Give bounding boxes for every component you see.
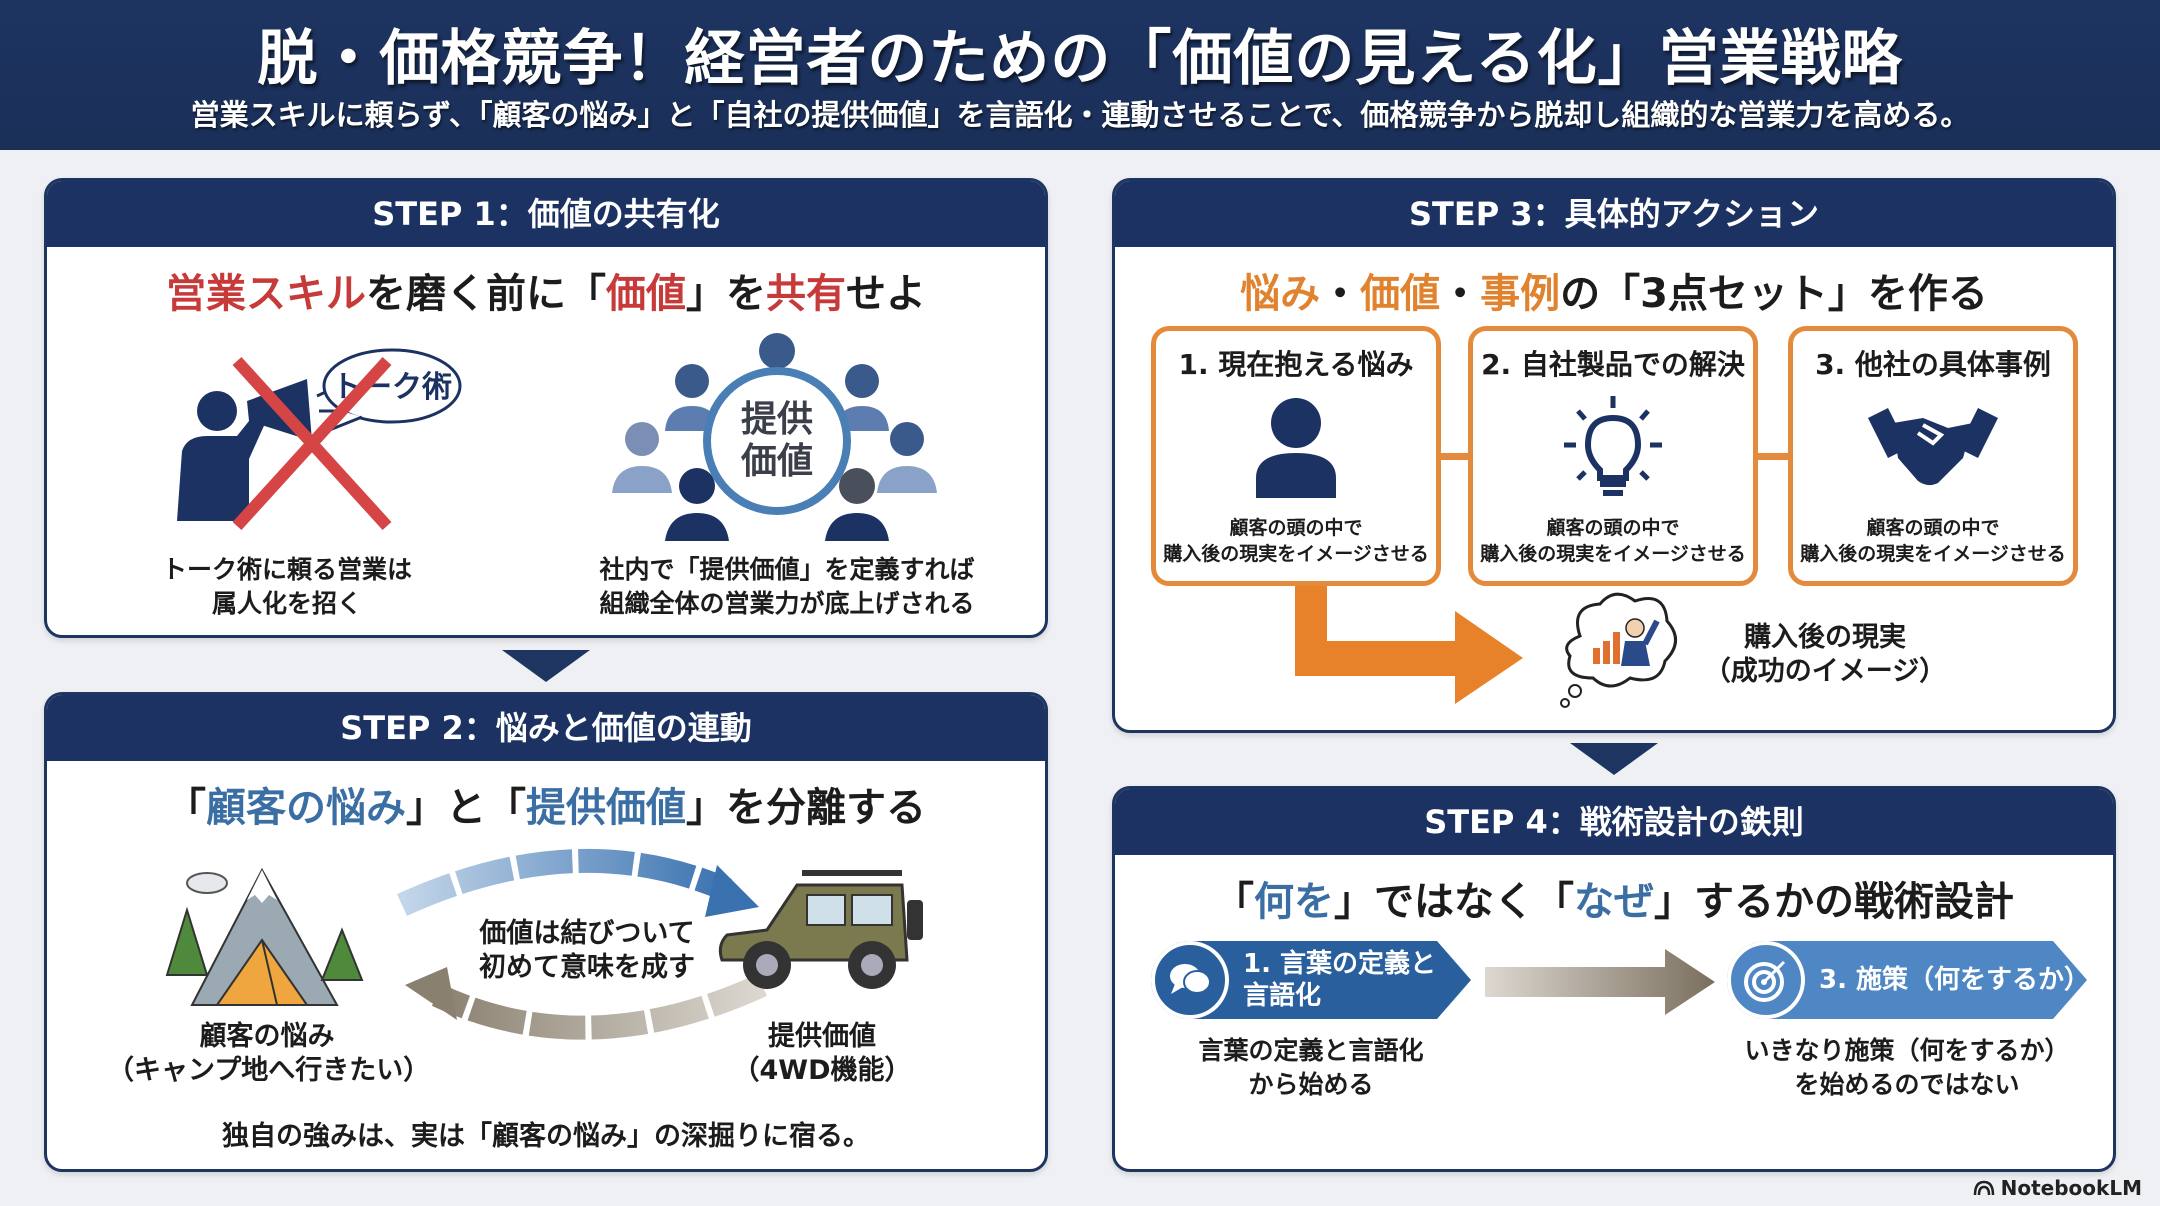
handshake-icon — [1868, 408, 1998, 486]
step2-center-text: 価値は結びついて 初めて意味を成す — [479, 918, 695, 983]
success-thought-cloud-icon — [1560, 592, 1677, 708]
step3-result-label: 購入後の現実 （成功のイメージ） — [1703, 622, 1947, 687]
action-box-3: 3. 他社の具体事例 顧客の頭の中で購入後の現実をイメージさせる — [1788, 326, 2078, 586]
page-title: 脱・価格競争！経営者のための「価値の見える化」営業戦略 — [257, 24, 1903, 94]
step2-title: STEP 2：悩みと価値の連動 — [47, 695, 1045, 761]
circle-label-line2: 価値 — [740, 441, 813, 482]
team-circle-icon: 提供 価値 — [612, 333, 937, 541]
target-icon — [1727, 941, 1805, 1019]
step4-card: STEP 4：戦術設計の鉄則 「何を」ではなく「なぜ」するかの戦術設計 1. 言… — [1112, 786, 2116, 1172]
step1-title: STEP 1：価値の共有化 — [47, 181, 1045, 247]
4wd-vehicle-icon — [718, 870, 923, 989]
step3-card: STEP 3：具体的アクション 悩み・価値・事例の「3点セット」を作る 1. 現… — [1112, 178, 2116, 733]
step2-right-label: 提供価値 （4WD機能） — [732, 1021, 912, 1086]
step1-headline: 営業スキルを磨く前に「価値」を共有せよ — [166, 271, 926, 317]
step2-left-label: 顧客の悩み （キャンプ地へ行きたい） — [107, 1021, 431, 1086]
header-banner: 脱・価格競争！経営者のための「価値の見える化」営業戦略 営業スキルに頼らず、「顧… — [0, 0, 2160, 150]
person-icon — [1256, 398, 1336, 498]
notebooklm-logo: NotebookLM — [1973, 1176, 2142, 1200]
step2-bottom-note: 独自の強みは、実は「顧客の悩み」の深掘りに宿る。 — [222, 1121, 870, 1152]
step1-card: STEP 1：価値の共有化 営業スキルを磨く前に「価値」を共有せよ トーク術 ト… — [44, 178, 1048, 638]
gradient-arrow-right — [1485, 949, 1715, 1015]
arrow-down-step3-to-step4 — [1570, 743, 1658, 775]
flow-arrow-to-result — [1295, 586, 1523, 704]
pill-measures: 3. 施策（何をするか） — [1727, 941, 2087, 1019]
step4-caption-3: いきなり施策（何をするか） を始めるのではない — [1744, 1036, 2070, 1099]
chat-bubbles-icon — [1151, 941, 1229, 1019]
step1-right-caption: 社内で「提供価値」を定義すれば 組織全体の営業力が底上げされる — [599, 555, 975, 618]
step4-caption-1: 言葉の定義と言語化 から始める — [1198, 1036, 1424, 1099]
action-box-1: 1. 現在抱える悩み 顧客の頭の中で購入後の現実をイメージさせる — [1151, 326, 1441, 586]
pill-define-language: 1. 言葉の定義と言語化 — [1151, 941, 1471, 1019]
step4-headline: 「何を」ではなく「なぜ」するかの戦術設計 — [1214, 879, 2014, 925]
step1-left-caption: トーク術に頼る営業は 属人化を招く — [161, 555, 412, 618]
megaphone-speaker-crossed-icon: トーク術 — [177, 348, 462, 531]
box-connector-1-2 — [1438, 453, 1468, 460]
lightbulb-icon — [1564, 396, 1662, 496]
page-subtitle: 営業スキルに頼らず、「顧客の悩み」と「自社の提供価値」を言語化・連動させることで… — [190, 98, 1970, 132]
campsite-icon — [165, 867, 364, 1006]
step2-headline: 「顧客の悩み」と「提供価値」を分離する — [166, 785, 926, 831]
box-connector-2-3 — [1758, 453, 1788, 460]
step3-title: STEP 3：具体的アクション — [1115, 181, 2113, 247]
arrow-down-step1-to-step2 — [502, 650, 590, 682]
step2-card: STEP 2：悩みと価値の連動 「顧客の悩み」と「提供価値」を分離する 顧客の悩… — [44, 692, 1048, 1172]
step4-title: STEP 4：戦術設計の鉄則 — [1115, 789, 2113, 855]
action-box-2: 2. 自社製品での解決 顧客の頭の中で購入後の現実をイメージさせる — [1468, 326, 1758, 586]
step3-headline: 悩み・価値・事例の「3点セット」を作る — [1240, 271, 1988, 317]
cycle-arrows-icon — [397, 848, 767, 1040]
notebooklm-logo-icon — [1973, 1180, 1994, 1196]
circle-label-line1: 提供 — [741, 399, 813, 440]
